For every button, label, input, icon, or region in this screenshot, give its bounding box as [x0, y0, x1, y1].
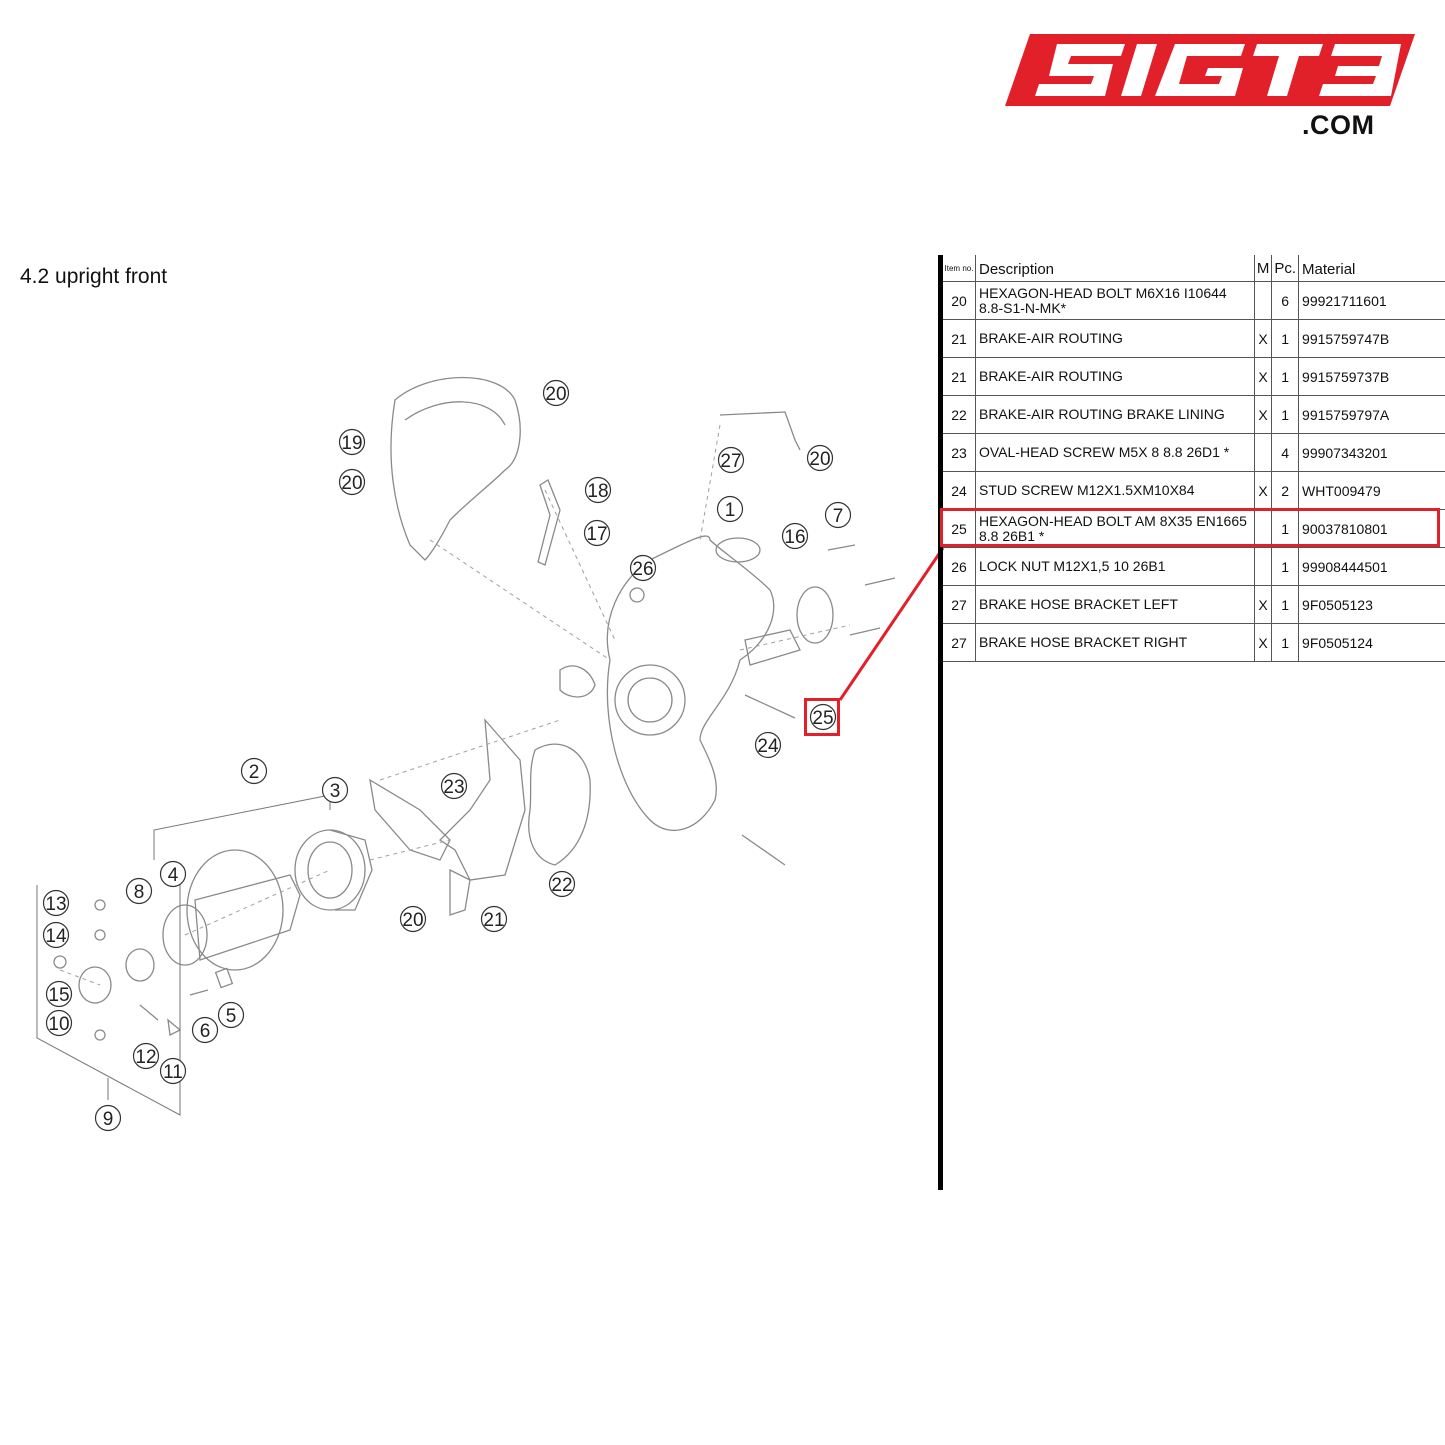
callout-25-highlight-box: [804, 698, 840, 736]
cell-pc: 1: [1271, 585, 1299, 624]
cell-item-no: 24: [943, 471, 976, 510]
cell-material: 9915759797A: [1298, 395, 1445, 434]
sigt3-logo: [1005, 34, 1415, 106]
cell-material: 9915759737B: [1298, 357, 1445, 396]
cell-description: BRAKE HOSE BRACKET RIGHT: [974, 623, 1255, 662]
header-material: Material: [1298, 255, 1445, 282]
page-title: 4.2 upright front: [20, 265, 168, 288]
table-row[interactable]: 27 BRAKE HOSE BRACKET RIGHT X 1 9F050512…: [943, 623, 1445, 662]
header-description: Description: [974, 255, 1255, 282]
cell-material: 9915759747B: [1298, 319, 1445, 358]
header-m: M: [1253, 255, 1272, 282]
table-row[interactable]: 23 OVAL-HEAD SCREW M5X 8 8.8 26D1 * 4 99…: [943, 433, 1445, 472]
cell-item-no: 27: [943, 623, 976, 662]
parts-table: Item no. Description M Pc. Material 20 H…: [943, 255, 1445, 662]
header-item-no: Item no.: [943, 255, 976, 282]
cell-description: HEXAGON-HEAD BOLT M6X16 I10644 8.8-S1-N-…: [974, 281, 1255, 320]
cell-item-no: 21: [943, 319, 976, 358]
logo-dotcom: .COM: [1302, 110, 1375, 140]
cell-m: X: [1253, 623, 1272, 662]
cell-item-no: 23: [943, 433, 976, 472]
cell-description: BRAKE HOSE BRACKET LEFT: [974, 585, 1255, 624]
header-pc: Pc.: [1271, 255, 1299, 282]
cell-material: 90037810801: [1298, 509, 1445, 548]
cell-m: [1253, 547, 1272, 586]
table-header-row: Item no. Description M Pc. Material: [943, 255, 1445, 282]
cell-item-no: 21: [943, 357, 976, 396]
cell-m: X: [1253, 319, 1272, 358]
cell-m: X: [1253, 471, 1272, 510]
cell-pc: 2: [1271, 471, 1299, 510]
cell-pc: 1: [1271, 509, 1299, 548]
cell-m: X: [1253, 585, 1272, 624]
cell-description: BRAKE-AIR ROUTING: [974, 357, 1255, 396]
cell-description: HEXAGON-HEAD BOLT AM 8X35 EN1665 8.8 26B…: [974, 509, 1255, 548]
table-row[interactable]: 26 LOCK NUT M12X1,5 10 26B1 1 9990844450…: [943, 547, 1445, 586]
cell-description: BRAKE-AIR ROUTING: [974, 319, 1255, 358]
table-row-highlighted[interactable]: 25 HEXAGON-HEAD BOLT AM 8X35 EN1665 8.8 …: [943, 509, 1445, 548]
cell-description: OVAL-HEAD SCREW M5X 8 8.8 26D1 *: [974, 433, 1255, 472]
table-row[interactable]: 27 BRAKE HOSE BRACKET LEFT X 1 9F0505123: [943, 585, 1445, 624]
cell-material: WHT009479: [1298, 471, 1445, 510]
table-left-rule: [938, 255, 943, 1190]
cell-material: 9F0505123: [1298, 585, 1445, 624]
cell-description: STUD SCREW M12X1.5XM10X84: [974, 471, 1255, 510]
cell-m: [1253, 433, 1272, 472]
cell-item-no: 25: [943, 509, 976, 548]
cell-m: X: [1253, 357, 1272, 396]
cell-item-no: 22: [943, 395, 976, 434]
cell-description: BRAKE-AIR ROUTING BRAKE LINING: [974, 395, 1255, 434]
cell-material: 9F0505124: [1298, 623, 1445, 662]
cell-item-no: 20: [943, 281, 976, 320]
cell-description: LOCK NUT M12X1,5 10 26B1: [974, 547, 1255, 586]
table-row[interactable]: 20 HEXAGON-HEAD BOLT M6X16 I10644 8.8-S1…: [943, 281, 1445, 320]
cell-material: 99907343201: [1298, 433, 1445, 472]
cell-pc: 1: [1271, 623, 1299, 662]
table-row[interactable]: 22 BRAKE-AIR ROUTING BRAKE LINING X 1 99…: [943, 395, 1445, 434]
cell-m: [1253, 509, 1272, 548]
cell-item-no: 27: [943, 585, 976, 624]
table-row[interactable]: 21 BRAKE-AIR ROUTING X 1 9915759737B: [943, 357, 1445, 396]
cell-material: 99908444501: [1298, 547, 1445, 586]
cell-pc: 1: [1271, 547, 1299, 586]
cell-pc: 1: [1271, 357, 1299, 396]
cell-m: X: [1253, 395, 1272, 434]
cell-pc: 6: [1271, 281, 1299, 320]
cell-pc: 1: [1271, 395, 1299, 434]
cell-m: [1253, 281, 1272, 320]
table-row[interactable]: 24 STUD SCREW M12X1.5XM10X84 X 2 WHT0094…: [943, 471, 1445, 510]
exploded-parts-drawing: [36, 376, 896, 1116]
cell-material: 99921711601: [1298, 281, 1445, 320]
cell-pc: 4: [1271, 433, 1299, 472]
row-25-highlight-box: [940, 508, 1440, 547]
cell-pc: 1: [1271, 319, 1299, 358]
cell-item-no: 26: [943, 547, 976, 586]
table-row[interactable]: 21 BRAKE-AIR ROUTING X 1 9915759747B: [943, 319, 1445, 358]
